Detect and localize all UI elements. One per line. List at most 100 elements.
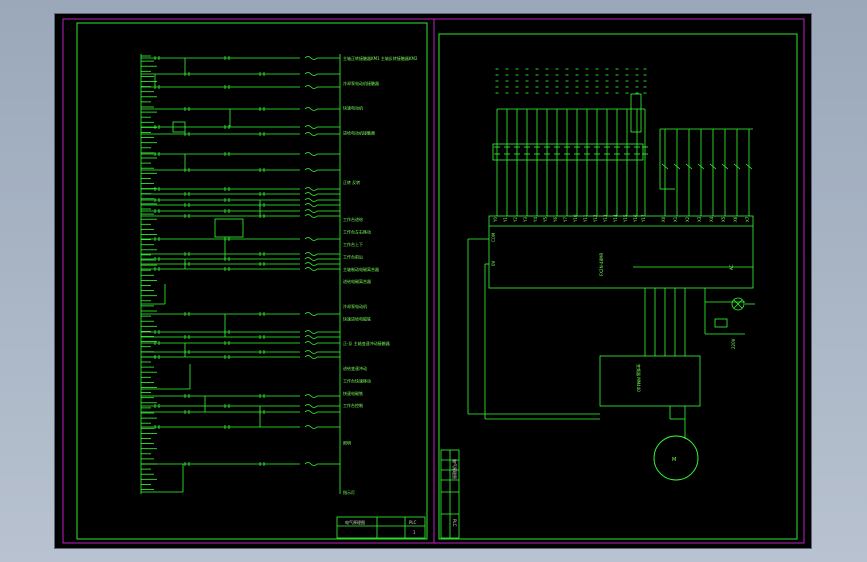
plc-com-label: COM — [491, 232, 496, 242]
lamp-cross — [733, 299, 743, 309]
coil-symbol — [304, 125, 318, 129]
inverter-box — [599, 355, 701, 407]
title-block-title: 电气原理图 — [345, 519, 365, 525]
coil-label: 主轴正转接触器KM1 主轴反转接触器KM2 — [343, 55, 418, 61]
input-terminal-label: X0 — [661, 216, 666, 222]
coil-label: 工作台前后 — [343, 253, 363, 259]
coil-symbol — [304, 192, 318, 196]
output-terminal-label: Y16 — [633, 214, 638, 223]
interlock-box — [214, 218, 244, 238]
coil-label: 快速进给电磁铁 — [343, 315, 371, 321]
motor-label: M — [672, 457, 676, 463]
input-switch — [685, 163, 693, 170]
input-switch — [709, 163, 717, 170]
coil-symbol — [304, 214, 318, 218]
output-terminal-label: Y15 — [623, 214, 628, 223]
coil-label: 工作台上下 — [343, 241, 363, 247]
output-terminal-label: Y10 — [573, 214, 578, 223]
output-relay-block — [492, 143, 644, 161]
coil-label: 快速电磁铁 — [343, 390, 363, 396]
output-terminal-label: Y7 — [563, 217, 568, 223]
coil-symbol — [304, 394, 318, 398]
coil-symbol — [304, 132, 318, 136]
input-switch — [733, 163, 741, 170]
input-terminal-label: X3 — [697, 216, 702, 222]
coil-label: 主轴制动电磁离合器 — [343, 266, 379, 272]
output-terminal-label: Y3 — [523, 217, 528, 223]
input-switch — [697, 163, 705, 170]
schematic-canvas: 主轴正转接触器KM1 主轴反转接触器KM2 冷却泵电动机接触器快速电动机进给电动机… — [62, 18, 805, 544]
coil-label: 冷却泵电动机 — [343, 303, 367, 309]
coil-symbol — [304, 85, 318, 89]
coil-symbol — [304, 198, 318, 202]
coil-label: 工作台快速移动 — [343, 377, 371, 383]
input-terminal-label: X6 — [733, 216, 738, 222]
coil-symbol — [304, 350, 318, 354]
aux-box — [172, 121, 186, 133]
drawing-sheet: 主轴正转接触器KM1 主轴反转接触器KM2 冷却泵电动机接触器快速电动机进给电动机… — [55, 14, 811, 548]
coil-symbol — [304, 262, 318, 266]
output-terminal-label: Y13 — [603, 214, 608, 223]
input-switch — [661, 163, 669, 170]
coil-label: 冷却泵电动机接触器 — [343, 80, 379, 86]
plc-model-label: FX2N-48MR — [599, 252, 604, 276]
title-block-left — [336, 516, 426, 539]
title-block-code-right: PLC — [452, 519, 457, 527]
coil-label: 正转 反转 — [343, 179, 360, 185]
inverter-label: 变频器 MM440 — [636, 364, 642, 392]
power-supply-label: 220V — [731, 338, 736, 349]
right-sheet-border — [433, 18, 805, 544]
output-terminal-label: Y11 — [583, 214, 588, 223]
output-terminal-label: Y2 — [513, 217, 518, 223]
input-terminal-label: X7 — [745, 216, 750, 222]
coil-symbol — [304, 107, 318, 111]
title-block-code: PLC — [409, 520, 417, 525]
coil-label: 工作台进给 — [343, 216, 363, 222]
output-terminal-label: Y12 — [593, 214, 598, 223]
output-terminal-label: Y5 — [543, 217, 548, 223]
output-terminal-label: Y1 — [503, 217, 508, 223]
output-terminal-label: Y14 — [613, 214, 618, 223]
input-terminal-label: X2 — [685, 216, 690, 222]
output-terminal-label: Y6 — [553, 217, 558, 223]
coil-symbol — [304, 168, 318, 172]
input-switch — [745, 163, 753, 170]
lamp-symbol — [731, 297, 745, 311]
coil-symbol — [304, 462, 318, 466]
coil-symbol — [304, 209, 318, 213]
coil-label: 快速电动机 — [343, 105, 363, 111]
motor-symbol — [653, 435, 699, 481]
coil-symbol — [304, 152, 318, 156]
input-switch — [673, 163, 681, 170]
input-terminal-label: X5 — [721, 216, 726, 222]
coil-label: 进给变速冲动 — [343, 365, 367, 371]
coil-label: 进给电磁离合器 — [343, 278, 371, 284]
coil-symbol — [304, 203, 318, 207]
coil-symbol — [304, 312, 318, 316]
coil-label: 指示灯 — [343, 489, 355, 495]
coil-symbol — [304, 425, 318, 429]
output-terminal-label: Y17 — [641, 214, 646, 223]
input-switch — [721, 163, 729, 170]
left-inner-frame — [76, 22, 428, 540]
coil-symbol — [304, 267, 318, 271]
coil-symbol — [304, 341, 318, 345]
coil-label: 进给电动机接触器 — [343, 129, 375, 135]
coil-symbol — [304, 410, 318, 414]
title-block-title-right: 电气原理图 — [452, 459, 458, 479]
output-fuse — [630, 93, 642, 133]
coil-label: 工作台左右移动 — [343, 229, 371, 235]
output-terminal-label: Y4 — [533, 217, 538, 223]
output-terminal-label: Y0 — [493, 217, 498, 223]
coil-symbol — [304, 257, 318, 261]
coil-symbol — [304, 72, 318, 76]
coil-label: 照明 — [343, 440, 351, 445]
input-terminal-label: X4 — [709, 216, 714, 222]
coil-symbol — [304, 252, 318, 256]
coil-symbol — [304, 404, 318, 408]
coil-symbol — [304, 330, 318, 334]
plc-zero-v-label: 0V — [491, 260, 496, 266]
coil-label: 正-反 主轴变速冲动接触器 — [343, 340, 390, 346]
title-block-field: 1 — [413, 530, 416, 535]
